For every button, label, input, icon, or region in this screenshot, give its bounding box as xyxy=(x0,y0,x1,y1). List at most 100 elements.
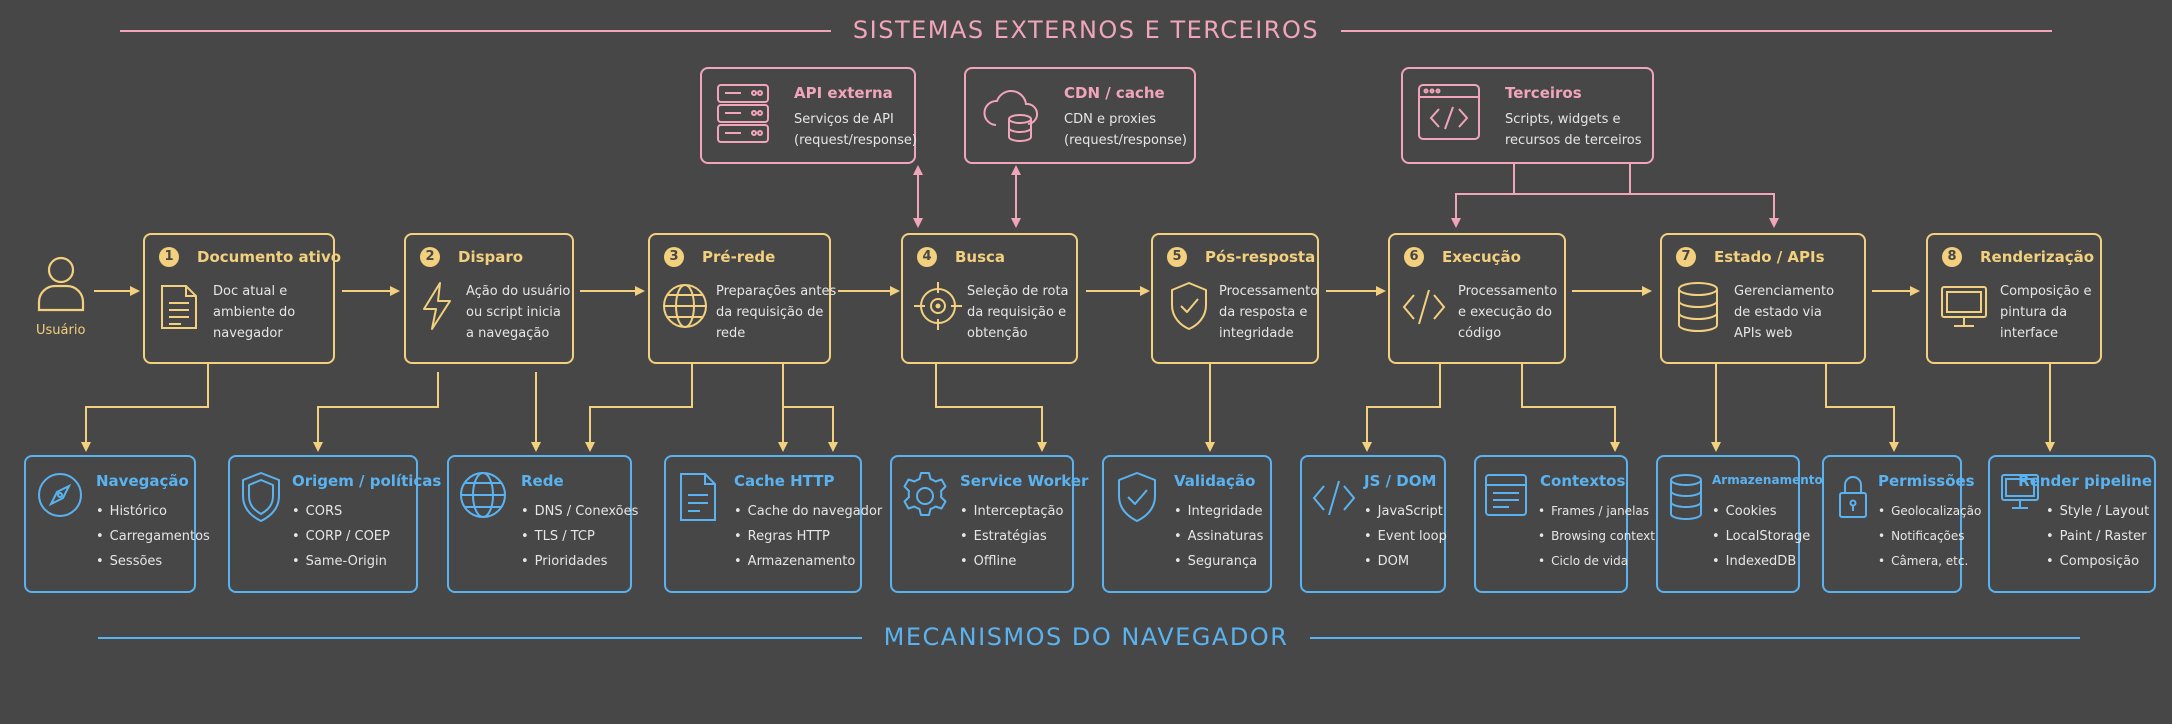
stage-number: 3 xyxy=(664,247,684,267)
mechanism-list: Integridade Assinaturas Segurança xyxy=(1174,499,1264,574)
mechanism-item: CORS xyxy=(292,499,390,524)
mechanism-item: DOM xyxy=(1364,549,1447,574)
shield-icon xyxy=(240,471,282,523)
compass-icon xyxy=(36,471,84,519)
mechanism-item: Histórico xyxy=(96,499,210,524)
mechanism-js-dom[interactable]: JS / DOM JavaScript Event loop DOM xyxy=(1300,455,1447,593)
server-icon xyxy=(716,83,770,145)
stage-number: 5 xyxy=(1167,247,1187,267)
mechanism-list: Style / Layout Paint / Raster Composição xyxy=(2046,499,2150,574)
mechanism-item: Assinaturas xyxy=(1174,524,1264,549)
stage-number: 7 xyxy=(1676,247,1696,267)
window-icon xyxy=(1484,473,1528,517)
lock-icon xyxy=(1838,473,1868,519)
cdn-cache-title: CDN / cache xyxy=(1064,84,1165,102)
mechanism-render-pipeline[interactable]: Render pipeline Style / Layout Paint / R… xyxy=(1988,455,2156,593)
stage-title: Disparo xyxy=(458,248,524,266)
stage-title: Renderização xyxy=(1980,248,2095,266)
database-icon xyxy=(1676,281,1720,333)
stage-title: Pré-rede xyxy=(702,248,776,266)
mechanism-armazenamento[interactable]: Armazenamento Cookies LocalStorage Index… xyxy=(1656,455,1823,593)
mechanism-list: Geolocalização Notificações Câmera, etc. xyxy=(1878,499,1981,574)
mechanism-item: Offline xyxy=(960,549,1063,574)
mechanism-item: Ciclo de vida xyxy=(1538,549,1655,574)
stage-title: Pós-resposta xyxy=(1205,248,1316,266)
mechanism-item: Geolocalização xyxy=(1878,499,1981,524)
mechanism-item: Sessões xyxy=(96,549,210,574)
mechanism-rede[interactable]: Rede DNS / Conexões TLS / TCP Prioridade… xyxy=(447,455,638,593)
mechanism-validacao[interactable]: Validação Integridade Assinaturas Segura… xyxy=(1102,455,1272,593)
browser-mechanisms-banner: MECANISMOS DO NAVEGADOR xyxy=(0,623,2172,651)
mechanism-item: Interceptação xyxy=(960,499,1064,524)
mechanism-item: JavaScript xyxy=(1364,499,1447,524)
mechanism-item: Prioridades xyxy=(521,549,638,574)
shield-check-icon xyxy=(1116,471,1158,523)
stage-number: 4 xyxy=(917,247,937,267)
mechanism-item: Same-Origin xyxy=(292,549,390,574)
database-icon xyxy=(1668,473,1704,521)
mechanism-origem-politicas[interactable]: Origem / políticas CORS CORP / COEP Same… xyxy=(228,455,441,593)
mechanism-list: Cookies LocalStorage IndexedDB xyxy=(1712,499,1811,574)
monitor-icon xyxy=(1940,285,1988,329)
mechanism-item: Cookies xyxy=(1712,499,1810,524)
globe-icon xyxy=(459,471,507,519)
mechanism-item: Regras HTTP xyxy=(734,524,882,549)
cdn-cache-box[interactable]: CDN / cache CDN e proxies(request/respon… xyxy=(964,67,1196,164)
mechanism-item: Event loop xyxy=(1364,524,1447,549)
mechanism-item: Composição xyxy=(2046,549,2149,574)
mechanism-title: Navegação xyxy=(96,472,189,490)
mechanism-title: Rede xyxy=(521,472,564,490)
mechanism-item: Paint / Raster xyxy=(2046,524,2149,549)
mechanism-permissoes[interactable]: Permissões Geolocalização Notificações C… xyxy=(1822,455,1981,593)
stage-number: 1 xyxy=(159,247,179,267)
target-icon xyxy=(913,281,963,331)
code-window-icon xyxy=(1417,83,1481,143)
mechanism-item: Browsing context xyxy=(1538,524,1655,549)
mechanism-list: DNS / Conexões TLS / TCP Prioridades xyxy=(521,499,639,574)
mechanism-list: Cache do navegador Regras HTTP Armazenam… xyxy=(734,499,883,574)
mechanism-item: DNS / Conexões xyxy=(521,499,639,524)
mechanism-title: Permissões xyxy=(1878,472,1975,490)
mechanism-contextos[interactable]: Contextos Frames / janelas Browsing cont… xyxy=(1474,455,1655,593)
mechanism-list: Interceptação Estratégias Offline xyxy=(960,499,1064,574)
mechanism-item: Integridade xyxy=(1174,499,1263,524)
user-icon xyxy=(36,254,86,312)
cdn-cache-desc: CDN e proxies(request/response) xyxy=(1064,112,1187,148)
external-systems-banner: SISTEMAS EXTERNOS E TERCEIROS xyxy=(0,16,2172,44)
mechanism-list: JavaScript Event loop DOM xyxy=(1364,499,1447,574)
mechanism-service-worker[interactable]: Service Worker Interceptação Estratégias… xyxy=(890,455,1088,593)
external-api-title: API externa xyxy=(794,84,893,102)
mechanism-title: JS / DOM xyxy=(1364,472,1437,490)
stage-number: 2 xyxy=(420,247,440,267)
stage-title: Execução xyxy=(1442,248,1521,266)
gear-icon xyxy=(900,471,950,521)
mechanism-navegacao[interactable]: Navegação Histórico Carregamentos Sessõe… xyxy=(24,455,210,593)
mechanism-item: Frames / janelas xyxy=(1538,499,1655,524)
stage-title: Estado / APIs xyxy=(1714,248,1825,266)
document-icon xyxy=(159,283,199,331)
mechanism-list: Histórico Carregamentos Sessões xyxy=(96,499,210,574)
external-api-desc: Serviços de API(request/response) xyxy=(794,112,917,148)
mechanism-item: Cache do navegador xyxy=(734,499,883,524)
mechanism-item: Armazenamento xyxy=(734,549,882,574)
file-icon xyxy=(678,471,718,523)
monitor-icon xyxy=(2000,473,2040,511)
mechanism-cache-http[interactable]: Cache HTTP Cache do navegador Regras HTT… xyxy=(664,455,882,593)
external-api-box[interactable]: API externa Serviços de API(request/resp… xyxy=(700,67,917,164)
